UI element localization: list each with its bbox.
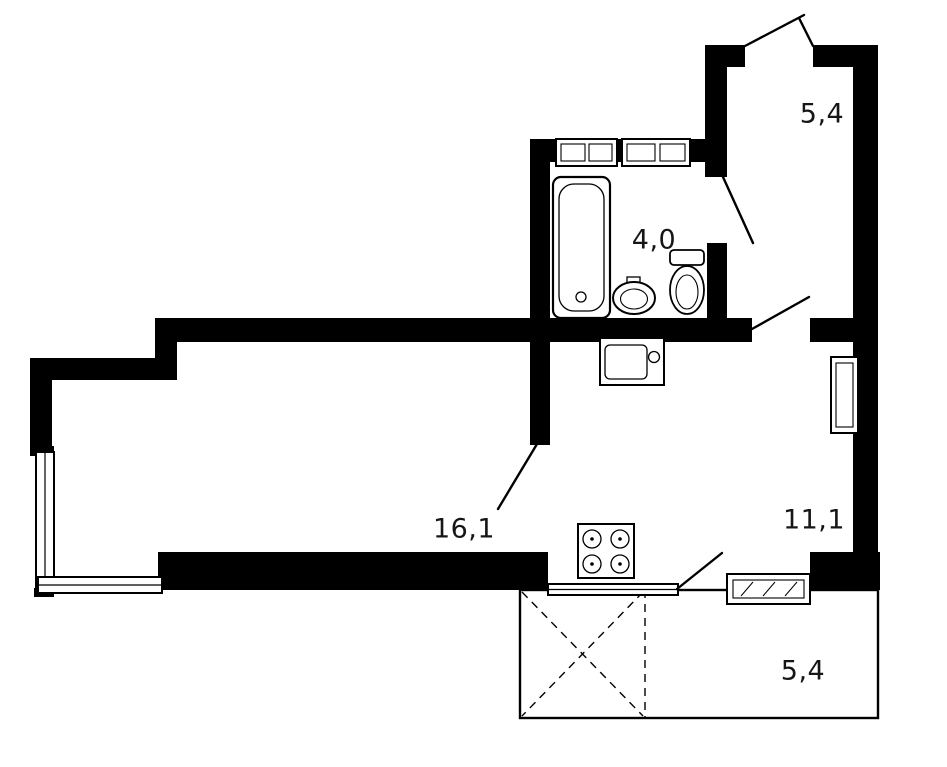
entry-door-leaf [743, 13, 806, 48]
balcony-border [518, 588, 880, 720]
fixtures [551, 138, 859, 605]
bathtub-icon [551, 175, 612, 320]
kitchen-sink-icon [599, 337, 665, 386]
window-cap-top [34, 446, 54, 454]
room-area-label-hallway: 5,4 [799, 98, 845, 130]
built-in-cabinet-icon [830, 356, 859, 434]
balcony-hatch-x [521, 590, 646, 718]
wall-bottom-right [810, 552, 880, 590]
vent-shaft-icon [555, 138, 691, 167]
wall-hall-room-stub [810, 318, 857, 342]
wall-left-exterior [30, 358, 52, 456]
balcony-outline [518, 588, 880, 720]
window-left [35, 451, 55, 593]
room-area-label-kitchen: 11,1 [782, 504, 846, 536]
stove-icon [577, 523, 635, 579]
balcony-door-leaf [675, 551, 724, 591]
room-area-label-bathroom: 4,0 [631, 224, 677, 256]
bathroom-door-leaf [721, 175, 755, 245]
window-bottom-left [37, 576, 163, 594]
room-area-label-balcony: 5,4 [780, 655, 826, 687]
wall-left-horizontal [30, 358, 177, 380]
room-door-leaf [750, 295, 811, 331]
entry-door-leaf-2 [797, 16, 815, 48]
radiator-icon [726, 573, 811, 605]
wall-right-exterior [853, 45, 878, 590]
washbasin-icon [612, 276, 656, 315]
wall-kitchen-partition [530, 318, 550, 445]
doors [496, 13, 815, 591]
toilet-icon [669, 249, 705, 315]
wall-bathroom-left [530, 139, 550, 342]
window-balcony [547, 583, 679, 596]
windows [35, 451, 679, 596]
wall-hall-bathroom-lower [707, 243, 727, 342]
interior-door-leaf [496, 442, 539, 511]
room-area-label-living: 16,1 [432, 513, 496, 545]
wall-bottom-living [158, 552, 548, 590]
